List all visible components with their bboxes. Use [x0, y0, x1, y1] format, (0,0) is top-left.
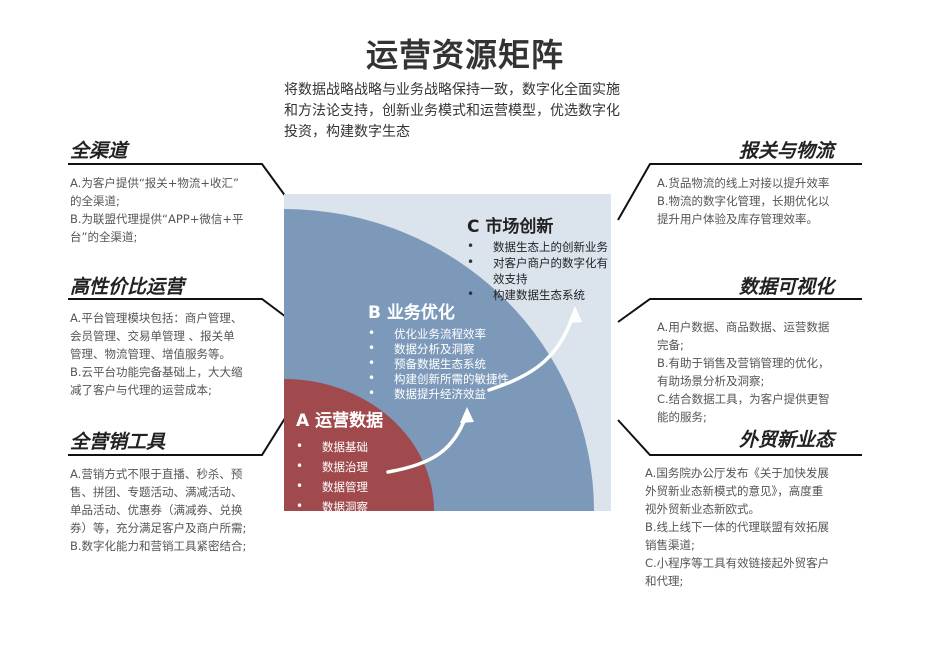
panel-c-label: C 市场创新: [467, 217, 554, 237]
matrix-diagram: C 市场创新 数据生态上的创新业务 对客户商户的数字化有 效支持 构建数据生态系…: [284, 194, 611, 511]
heading-data-visualization: 数据可视化: [738, 276, 834, 298]
text-line: 售、拼团、专题活动、满减活动、: [70, 485, 243, 499]
list-item: 数据治理: [296, 456, 383, 477]
panel-c: C 市场创新 数据生态上的创新业务 对客户商户的数字化有 效支持 构建数据生态系…: [467, 212, 608, 303]
text-line: A.平台管理模块包括：商户管理、: [70, 311, 243, 325]
text-customs-logistics: A.货品物流的线上对接以提升效率 B.物流的数字化管理，长期优化以 提升用户体验…: [657, 174, 830, 228]
panel-a-list: 数据基础 数据治理 数据管理 数据洞察: [296, 436, 383, 511]
text-line: B.物流的数字化管理，长期优化以: [657, 194, 830, 208]
text-line: A.货品物流的线上对接以提升效率: [657, 176, 830, 190]
list-item: 优化业务流程效率: [368, 326, 509, 342]
arrowhead-b-to-c: [568, 306, 582, 323]
text-line: A.为客户提供“报关+物流+收汇”: [70, 176, 240, 190]
list-item: 预备数据生态系统: [368, 356, 509, 372]
text-line: 的全渠道;: [70, 194, 120, 208]
list-item-text: 效支持: [493, 272, 528, 286]
panel-a-label: A 运营数据: [296, 411, 384, 431]
text-line: 台”的全渠道;: [70, 230, 138, 244]
list-item: 对客户商户的数字化有: [467, 254, 608, 271]
list-item-continuation: 效支持: [467, 271, 608, 287]
list-item: 数据分析及洞察: [368, 341, 509, 357]
text-line: A.国务院办公厅发布《关于加快发展: [645, 466, 829, 480]
text-line: 外贸新业态新模式的意见》，高度重: [645, 484, 824, 498]
connector-right-3: [617, 419, 862, 456]
page-title: 运营资源矩阵: [365, 36, 564, 74]
text-line: 有助场景分析及洞察;: [657, 374, 765, 388]
panel-b-list: 优化业务流程效率 数据分析及洞察 预备数据生态系统 构建创新所需的敏捷性 数据提…: [368, 326, 509, 402]
text-line: 单品活动、优惠券（满减券、兑换: [70, 503, 243, 517]
list-item: 构建创新所需的敏捷性: [368, 371, 509, 387]
list-item: 数据洞察: [296, 496, 383, 511]
text-new-trade: A.国务院办公厅发布《关于加快发展 外贸新业态新模式的意见》，高度重 视外贸新业…: [645, 464, 829, 590]
arrowhead-a-to-b: [460, 407, 474, 423]
text-line: B.数字化能力和营销工具紧密结合;: [70, 539, 247, 553]
text-line: B.为联盟代理提供“APP+微信+平: [70, 212, 244, 226]
heading-new-trade: 外贸新业态: [738, 429, 834, 451]
heading-omnichannel: 全渠道: [70, 140, 128, 162]
intro-text: 将数据战略战略与业务战略保持一致，数字化全面实施和方法论支持，创新业务模式和运营…: [284, 82, 620, 140]
text-line: 视外贸新业态新欧式。: [645, 502, 760, 516]
list-item: 数据管理: [296, 476, 383, 497]
text-omnichannel: A.为客户提供“报关+物流+收汇” 的全渠道; B.为联盟代理提供“APP+微信…: [70, 174, 244, 246]
text-line: A.用户数据、商品数据、运营数据: [657, 320, 830, 334]
text-marketing-tools: A.营销方式不限于直播、秒杀、预 售、拼团、专题活动、满减活动、 单品活动、优惠…: [70, 465, 246, 555]
text-cost-effective: A.平台管理模块包括：商户管理、 会员管理、交易单管理 、报关单 管理、物流管理…: [70, 309, 243, 399]
panel-b-label: B 业务优化: [368, 303, 455, 323]
text-line: 券）等，充分满足客户及商户所需;: [70, 521, 247, 535]
connector-right-2: [617, 298, 862, 323]
connector-left-3: [68, 406, 293, 456]
text-line: 减了客户与代理的运营成本;: [70, 383, 212, 397]
text-line: A.营销方式不限于直播、秒杀、预: [70, 467, 243, 481]
text-line: 销售渠道;: [645, 538, 695, 552]
panel-c-list: 数据生态上的创新业务 对客户商户的数字化有 效支持 构建数据生态系统: [467, 238, 608, 303]
panel-a: A 运营数据 数据基础 数据治理 数据管理 数据洞察: [296, 406, 383, 511]
text-data-visualization: A.用户数据、商品数据、运营数据 完备; B.有助于销售及营销管理的优化， 有助…: [657, 318, 830, 426]
text-line: B.云平台功能完备基础上，大大缩: [70, 365, 243, 379]
list-item: 构建数据生态系统: [467, 286, 608, 303]
text-line: 提升用户体验及库存管理效率。: [657, 212, 818, 226]
list-item: 数据生态上的创新业务: [467, 238, 608, 255]
arrow-a-to-b: [386, 414, 468, 474]
text-line: 管理、物流管理、增值服务等。: [70, 347, 231, 361]
text-line: 完备;: [657, 338, 684, 352]
list-item: 数据基础: [296, 436, 383, 457]
list-item: 数据提升经济效益: [368, 386, 509, 402]
text-line: C.小程序等工具有效链接起外贸客户: [645, 556, 830, 570]
heading-customs-logistics: 报关与物流: [738, 140, 834, 162]
heading-marketing-tools: 全营销工具: [70, 431, 166, 453]
connector-right-1: [617, 163, 862, 221]
text-line: C.结合数据工具，为客户提供更智: [657, 392, 830, 406]
text-line: B.有助于销售及营销管理的优化，: [657, 356, 830, 370]
text-line: 和代理;: [645, 574, 684, 588]
panel-b: B 业务优化 优化业务流程效率 数据分析及洞察 预备数据生态系统 构建创新所需的…: [368, 298, 509, 402]
text-line: 能的服务;: [657, 410, 707, 424]
heading-cost-effective: 高性价比运营: [70, 276, 185, 298]
text-line: B.线上线下一体的代理联盟有效拓展: [645, 520, 830, 534]
text-line: 会员管理、交易单管理 、报关单: [70, 329, 235, 343]
